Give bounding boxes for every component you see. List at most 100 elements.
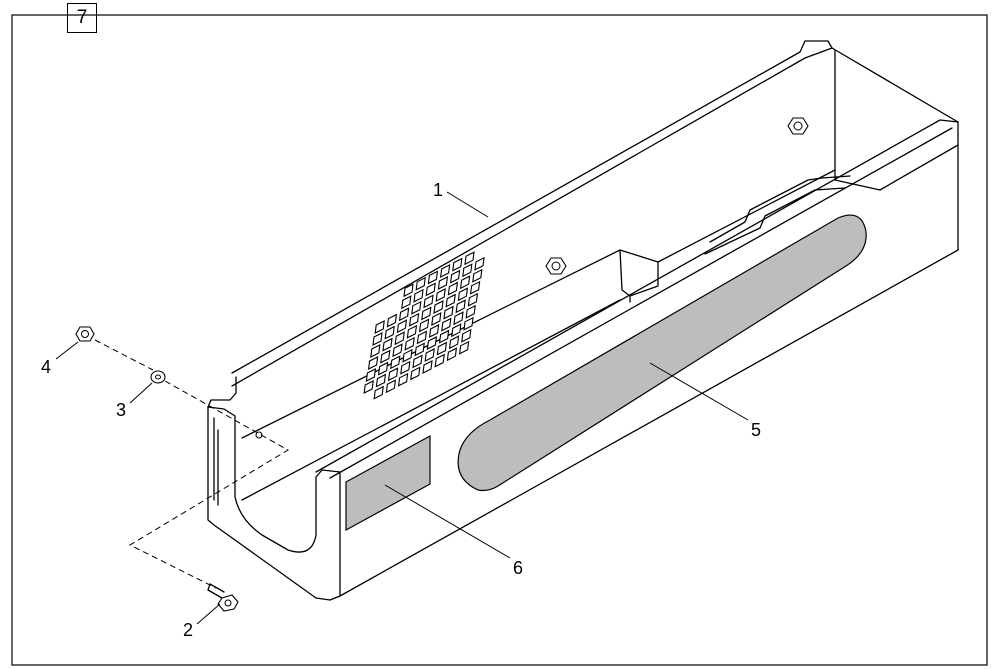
vent-hole — [403, 283, 414, 298]
svg-text:3: 3 — [116, 400, 126, 420]
vent-hole — [396, 319, 408, 334]
vent-hole — [370, 344, 381, 358]
svg-text:2: 2 — [183, 620, 193, 640]
vent-hole — [426, 336, 438, 350]
vent-hole — [418, 318, 430, 333]
vent-hole — [463, 316, 474, 331]
flat-washer — [150, 370, 166, 384]
callout-6: 6 — [384, 484, 523, 578]
tray-housing — [207, 40, 959, 601]
vent-hole — [375, 373, 387, 388]
vent-hole — [392, 343, 403, 358]
vent-hole — [452, 257, 463, 272]
vent-hole — [465, 304, 476, 319]
vent-hole — [408, 312, 420, 327]
vent-hole — [367, 356, 379, 370]
rectangular-label — [345, 434, 431, 532]
vent-hole — [365, 368, 377, 382]
vent-hole — [462, 263, 473, 278]
vent-hole — [410, 366, 421, 381]
vent-hole — [412, 354, 423, 369]
vent-hole — [436, 341, 448, 356]
vent-hole — [438, 329, 450, 344]
page-tag: 7 — [67, 3, 97, 33]
vent-hole — [447, 281, 459, 296]
vent-hole — [472, 268, 483, 283]
vent-hole — [443, 305, 454, 320]
vent-hole — [439, 264, 451, 278]
vent-hole — [458, 340, 470, 355]
vent-hole — [384, 325, 395, 340]
callout-3: 3 — [116, 382, 153, 420]
vent-hole — [455, 299, 466, 314]
vent-hole — [441, 317, 452, 332]
vent-hole — [374, 320, 385, 334]
vent-hole — [401, 295, 412, 310]
vent-hole — [428, 324, 440, 338]
vent-hole — [427, 270, 439, 285]
oval-label — [457, 214, 867, 492]
vent-hole — [425, 282, 436, 297]
vent-hole — [363, 380, 374, 394]
vent-hole — [446, 347, 458, 362]
hex-nut-back — [545, 257, 567, 275]
vent-hole — [453, 311, 464, 326]
vent-hole — [467, 292, 479, 307]
vent-hole — [422, 360, 433, 374]
callout-5: 5 — [649, 362, 761, 440]
vent-hole — [385, 379, 397, 394]
vent-hole — [449, 269, 461, 284]
vent-hole — [461, 328, 472, 343]
vent-hole — [421, 306, 432, 321]
vent-hole — [406, 324, 418, 339]
vent-hole — [416, 330, 428, 345]
vent-hole — [451, 323, 462, 338]
vent-hole — [390, 355, 401, 370]
vent-hole — [373, 385, 384, 400]
vent-hole — [431, 312, 442, 326]
vent-hole — [380, 349, 391, 364]
svg-text:1: 1 — [433, 180, 443, 200]
vent-hole — [414, 342, 425, 357]
vent-hole — [448, 335, 460, 350]
lock-nut — [75, 326, 95, 342]
hex-nut-right — [787, 117, 809, 135]
vent-hole — [435, 288, 446, 302]
vent-hole — [464, 251, 475, 266]
vent-hole — [469, 280, 481, 295]
vent-hole — [372, 332, 383, 346]
vent-hole — [387, 367, 399, 382]
callout-4: 4 — [41, 341, 79, 377]
vent-hole — [424, 348, 435, 362]
vent-hole — [434, 353, 445, 368]
svg-text:4: 4 — [41, 357, 51, 377]
vent-hole — [474, 256, 485, 271]
vent-hole-grid — [363, 251, 485, 400]
vent-hole — [445, 293, 456, 308]
assembly-line-top — [94, 339, 289, 589]
vent-hole — [377, 361, 389, 376]
vent-hole — [397, 372, 409, 387]
svg-text:6: 6 — [513, 558, 523, 578]
vent-hole — [402, 348, 413, 363]
callout-2: 2 — [183, 603, 221, 640]
vent-hole — [423, 294, 434, 309]
vent-hole — [459, 275, 471, 290]
vent-hole — [386, 313, 398, 328]
diagram-frame — [11, 14, 988, 666]
vent-hole — [382, 337, 393, 352]
vent-hole — [433, 300, 444, 314]
vent-hole — [415, 276, 426, 291]
vent-hole — [457, 287, 469, 302]
vent-hole — [411, 300, 422, 315]
vent-hole — [400, 360, 411, 375]
callout-1: 1 — [433, 180, 489, 218]
vent-hole — [413, 288, 424, 303]
hex-bolt — [207, 583, 239, 612]
vent-hole — [437, 276, 449, 290]
vent-hole — [398, 307, 410, 322]
svg-text:5: 5 — [751, 420, 761, 440]
vent-hole — [404, 336, 415, 351]
vent-hole — [394, 331, 405, 346]
